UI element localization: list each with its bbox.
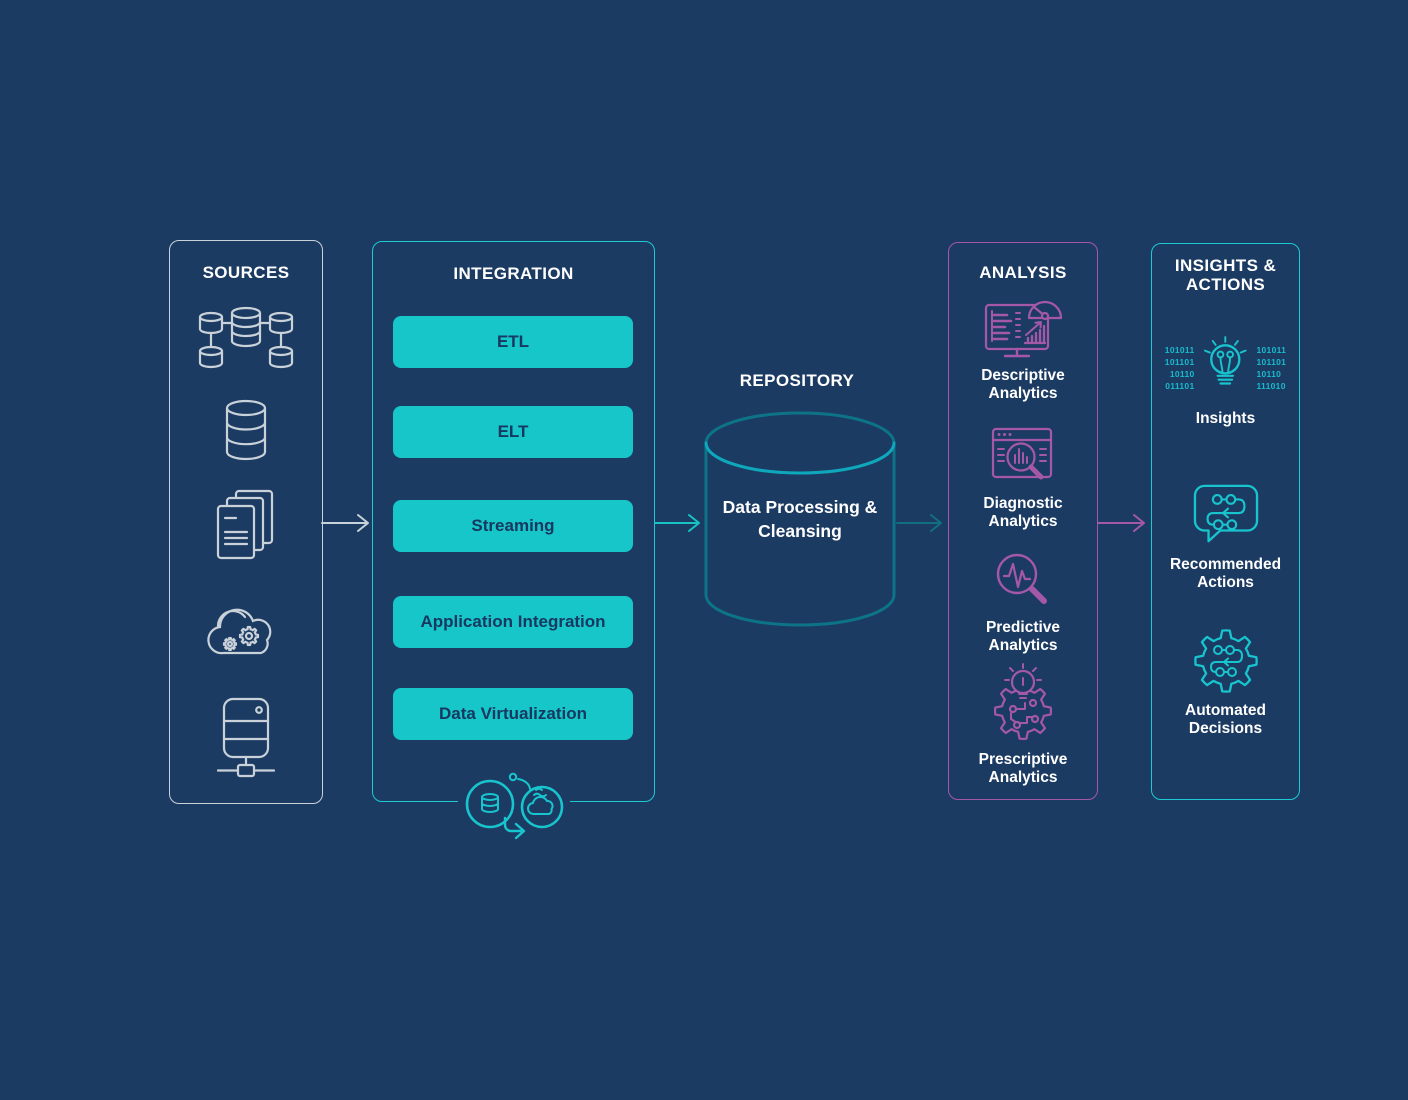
data-virtualization-button: Data Virtualization <box>393 688 633 740</box>
lightbulb-icon <box>1204 336 1247 385</box>
etl-button: ETL <box>393 316 633 368</box>
arrow-integration-to-repository <box>654 514 700 532</box>
insights-item-label: Recommended Actions <box>1169 556 1282 592</box>
database-icon <box>225 399 267 461</box>
sources-title: SOURCES <box>202 263 290 282</box>
repository-cylinder <box>704 411 896 627</box>
lightbulb-binary-icon: 101011 101101 10110 011101 101011 101101… <box>1165 334 1286 404</box>
gear-flow-icon <box>1193 629 1258 693</box>
insights-item-label: Automated Decisions <box>1185 702 1266 738</box>
application-integration-button: Application Integration <box>393 596 633 648</box>
documents-icon <box>216 489 274 560</box>
cloud-gears-icon <box>207 608 272 655</box>
insights-actions-panel: INSIGHTS & ACTIONS 101011 101101 10110 0… <box>1151 243 1300 800</box>
dashboard-gauge-icon <box>984 300 1063 358</box>
sources-panel: SOURCES <box>169 240 323 804</box>
elt-button: ELT <box>393 406 633 458</box>
server-network-icon <box>216 697 276 778</box>
analysis-item-label: Prescriptive Analytics <box>978 751 1068 787</box>
analysis-item-label: Diagnostic Analytics <box>983 495 1063 531</box>
arrow-sources-to-integration <box>321 514 369 532</box>
browser-magnifier-icon <box>991 427 1053 480</box>
analysis-item-label: Predictive Analytics <box>985 619 1061 655</box>
streaming-button: Streaming <box>393 500 633 552</box>
magnifier-pulse-icon <box>996 553 1047 604</box>
binary-digits-right: 101011 101101 10110 111010 <box>1256 345 1287 391</box>
repository-label: Data Processing & Cleansing <box>722 497 878 541</box>
binary-digits-left: 101011 101101 10110 011101 <box>1164 345 1195 391</box>
repository-title: REPOSITORY <box>739 371 855 390</box>
arrow-repository-to-analysis <box>896 514 942 532</box>
data-migration-icon <box>457 764 570 846</box>
analysis-title: ANALYSIS <box>979 263 1067 282</box>
analysis-panel: ANALYSIS Descriptive Analytics Diagno <box>948 242 1098 800</box>
arrow-analysis-to-insights <box>1097 514 1145 532</box>
integration-panel: INTEGRATION ETL ELT Streaming Applicatio… <box>372 241 655 846</box>
integration-title: INTEGRATION <box>453 264 574 283</box>
insights-item-label: Insights <box>1195 410 1256 427</box>
analysis-item-label: Descriptive Analytics <box>981 367 1065 403</box>
database-cluster-icon <box>198 306 294 369</box>
gear-lightbulb-icon <box>994 663 1052 740</box>
insights-actions-title: INSIGHTS & ACTIONS <box>1174 256 1277 295</box>
chat-flow-icon <box>1193 484 1258 543</box>
